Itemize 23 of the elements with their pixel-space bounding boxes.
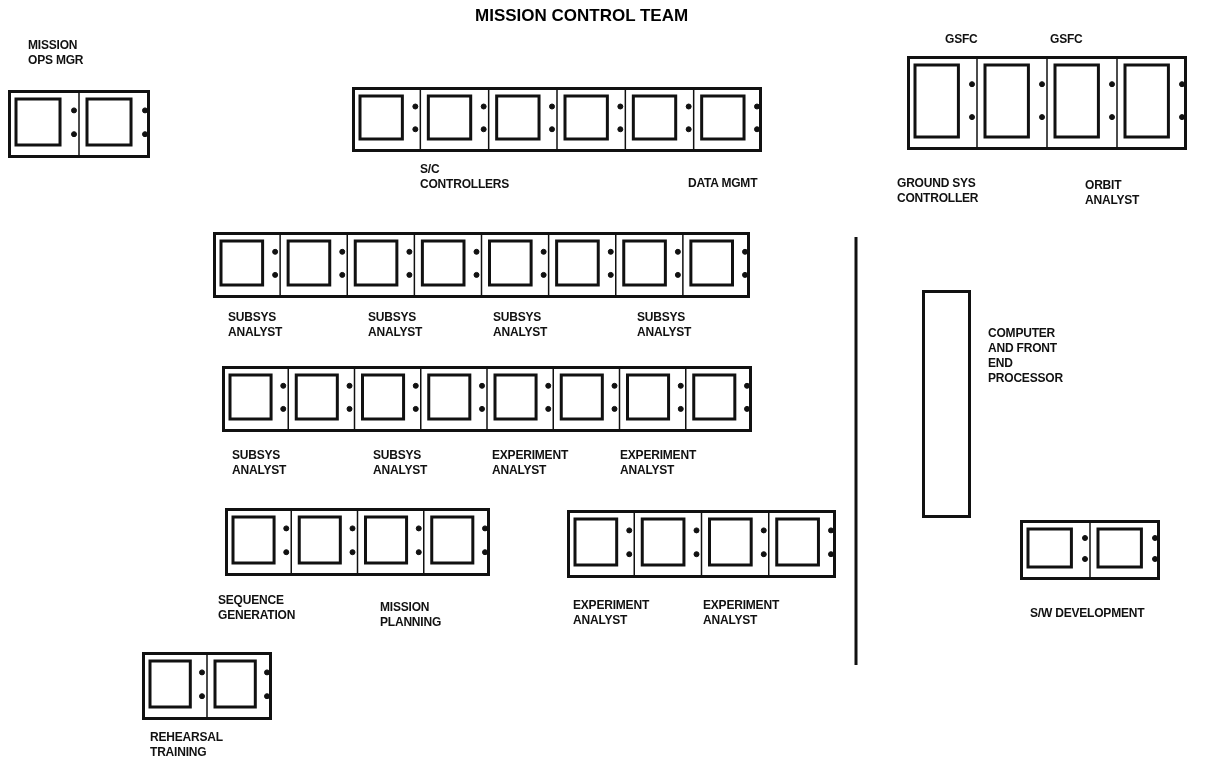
console-label: ORBIT ANALYST <box>1085 178 1140 208</box>
console-label: GSFC <box>1050 32 1083 47</box>
console-label: S/W DEVELOPMENT <box>1030 606 1145 621</box>
console-label: SUBSYS ANALYST <box>493 310 548 340</box>
console-label: SUBSYS ANALYST <box>368 310 423 340</box>
console-label: REHEARSAL TRAINING <box>150 730 223 760</box>
console-label: COMPUTER AND FRONT END PROCESSOR <box>988 326 1063 386</box>
console-label: SUBSYS ANALYST <box>373 448 428 478</box>
console-label: GSFC <box>945 32 978 47</box>
console-label: MISSION OPS MGR <box>28 38 85 68</box>
console-label: DATA MGMT <box>688 176 758 191</box>
console-label: SUBSYS ANALYST <box>228 310 283 340</box>
console-label: EXPERIMENT ANALYST <box>620 448 696 478</box>
console-label: MISSION PLANNING <box>380 600 442 630</box>
console-label: S/C CONTROLLERS <box>420 162 510 192</box>
console-label: EXPERIMENT ANALYST <box>573 598 649 628</box>
diagram-title: MISSION CONTROL TEAM <box>475 6 689 26</box>
console-label: SUBSYS ANALYST <box>232 448 287 478</box>
console-label: SEQUENCE GENERATION <box>218 593 296 623</box>
console-label: EXPERIMENT ANALYST <box>703 598 779 628</box>
console-label: SUBSYS ANALYST <box>637 310 692 340</box>
console-label: EXPERIMENT ANALYST <box>492 448 568 478</box>
console-label: GROUND SYS CONTROLLER <box>897 176 980 206</box>
